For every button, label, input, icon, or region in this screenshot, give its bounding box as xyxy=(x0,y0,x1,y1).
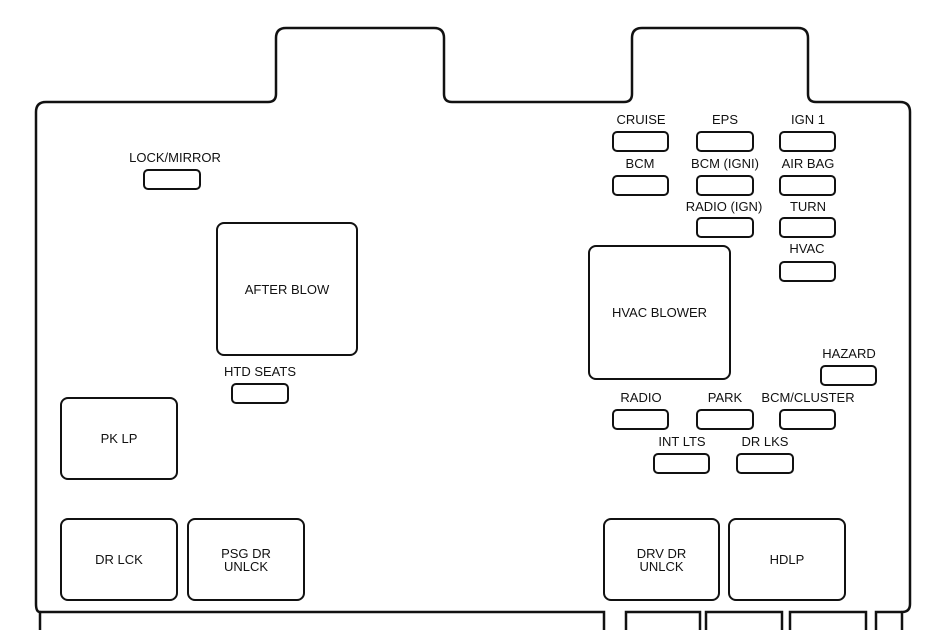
fuse-label-int-lts: INT LTS xyxy=(658,434,706,449)
relay-pk-lp: PK LP xyxy=(60,397,178,480)
fuse-turn xyxy=(779,217,836,238)
fuse-label-lock-mirror: LOCK/MIRROR xyxy=(129,150,221,165)
fuse-label-htd-seats: HTD SEATS xyxy=(224,364,296,379)
fuse-cruise xyxy=(612,131,669,152)
relay-dr-lck: DR LCK xyxy=(60,518,178,601)
fuse-park xyxy=(696,409,754,430)
fuse-label-turn: TURN xyxy=(789,199,827,214)
fuse-bcm-cluster xyxy=(779,409,836,430)
relay-hvac-blower: HVAC BLOWER xyxy=(588,245,731,380)
fuse-hvac xyxy=(779,261,836,282)
relay-psg-dr-unlck: PSG DR UNLCK xyxy=(187,518,305,601)
fuse-radio-ign xyxy=(696,217,754,238)
fuse-hazard xyxy=(820,365,877,386)
fuse-bcm-igni xyxy=(696,175,754,196)
fuse-label-radio: RADIO xyxy=(620,390,662,405)
fuse-int-lts xyxy=(653,453,710,474)
fuse-label-bcm: BCM xyxy=(625,156,655,171)
relay-after-blow: AFTER BLOW xyxy=(216,222,358,356)
relay-hdlp: HDLP xyxy=(728,518,846,601)
fuse-dr-lks xyxy=(736,453,794,474)
fuse-label-hazard: HAZARD xyxy=(822,346,876,361)
fuse-label-radio-ign: RADIO (IGN) xyxy=(685,199,763,214)
fuse-air-bag xyxy=(779,175,836,196)
fuse-htd-seats xyxy=(231,383,289,404)
fuse-label-air-bag: AIR BAG xyxy=(781,156,835,171)
fuse-radio xyxy=(612,409,669,430)
fuse-label-eps: EPS xyxy=(711,112,739,127)
fuse-label-cruise: CRUISE xyxy=(616,112,666,127)
fuse-label-bcm-igni: BCM (IGNI) xyxy=(691,156,759,171)
fuse-label-park: PARK xyxy=(707,390,743,405)
fuse-ign-1 xyxy=(779,131,836,152)
fuse-bcm xyxy=(612,175,669,196)
fuse-label-dr-lks: DR LKS xyxy=(741,434,789,449)
fuse-lock-mirror xyxy=(143,169,201,190)
fuse-label-hvac: HVAC xyxy=(789,241,825,256)
fuse-eps xyxy=(696,131,754,152)
fuse-label-ign-1: IGN 1 xyxy=(791,112,825,127)
relay-drv-dr-unlck: DRV DR UNLCK xyxy=(603,518,720,601)
fuse-label-bcm-cluster: BCM/CLUSTER xyxy=(761,390,855,405)
